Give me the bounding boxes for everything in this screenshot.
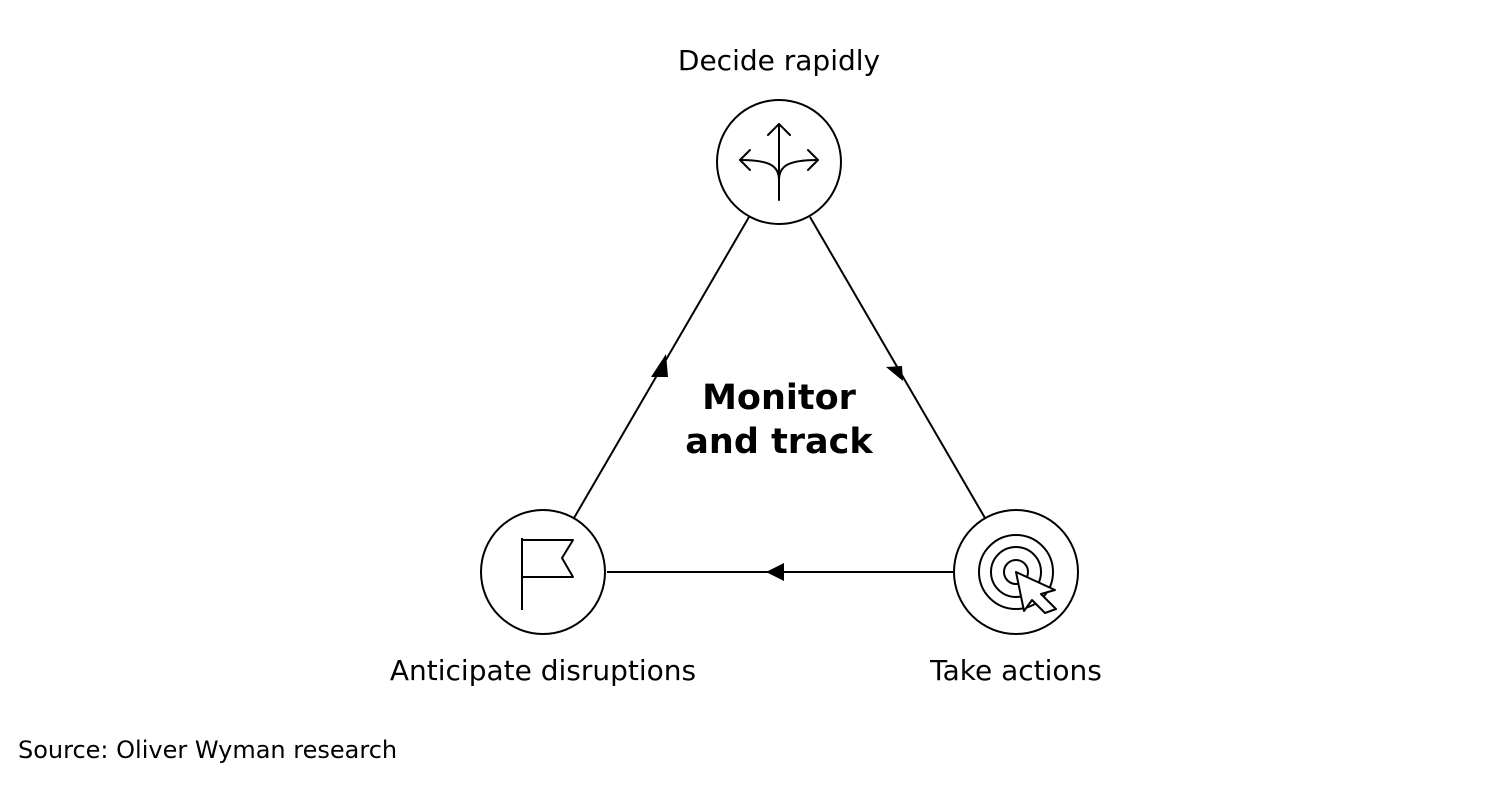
arrowhead-act-to-anticipate [766,563,784,581]
arrowhead-anticipate-to-decide [651,354,668,377]
target-cursor-icon [978,534,1057,614]
center-title-line2: and track [685,422,873,462]
node-label-anticipate: Anticipate disruptions [389,654,697,687]
node-label-decide: Decide rapidly [677,44,881,77]
split-arrows-icon [739,123,819,201]
arrowhead-decide-to-act [886,366,903,381]
node-label-act: Take actions [930,654,1102,687]
flag-icon [521,538,574,610]
center-title: Monitor and track [685,376,872,464]
center-title-line1: Monitor [702,378,856,418]
node-circle-anticipate [480,509,606,635]
source-note: Source: Oliver Wyman research [18,736,398,764]
